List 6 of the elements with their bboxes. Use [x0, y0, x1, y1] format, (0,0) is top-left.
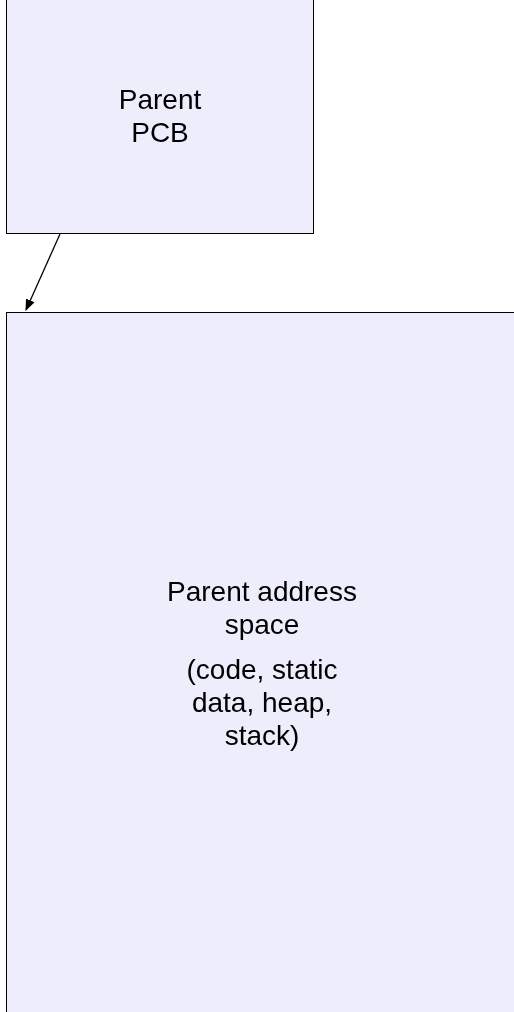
box-label: Parent PCB	[117, 83, 203, 149]
process-box	[6, 312, 514, 1012]
arrow	[25, 233, 61, 312]
box-label: Parent address space	[166, 574, 358, 641]
box-label: (code, static data, heap, stack)	[185, 652, 339, 752]
process-box	[6, 0, 314, 234]
